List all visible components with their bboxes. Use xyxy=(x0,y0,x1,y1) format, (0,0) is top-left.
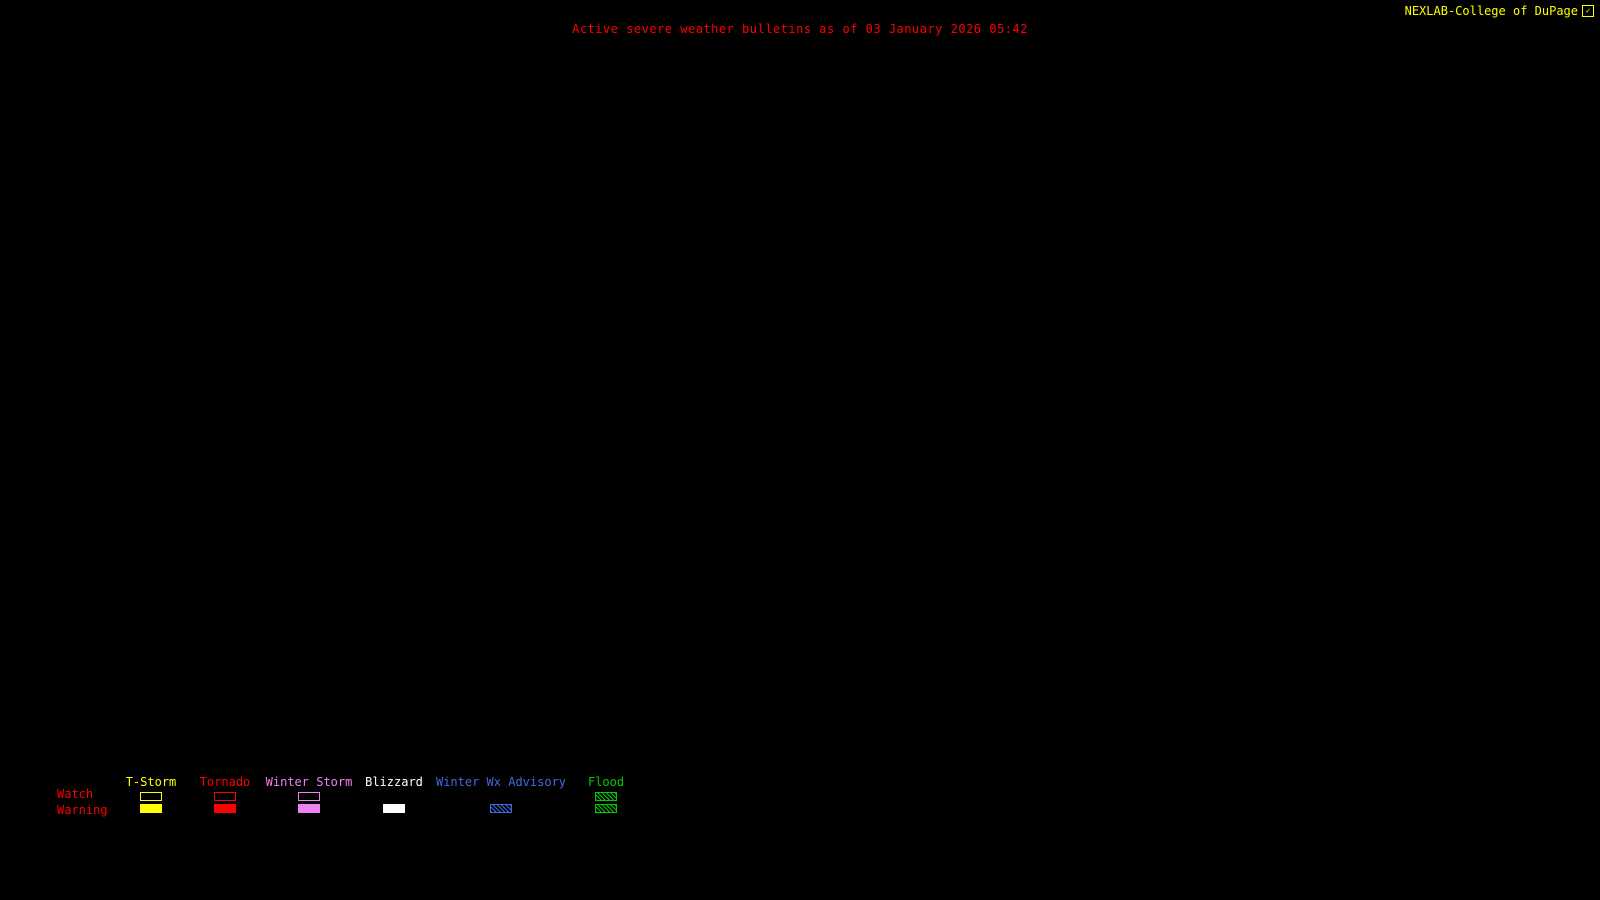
page-title: Active severe weather bulletins as of 03… xyxy=(572,22,1028,36)
watch-swatch xyxy=(298,792,320,801)
legend-col-label: Blizzard xyxy=(365,775,423,789)
warning-swatch xyxy=(383,804,405,813)
legend-col-label: T-Storm xyxy=(125,775,177,789)
legend-col-label: Winter Storm xyxy=(265,775,353,789)
legend-col-tstorm: T-Storm xyxy=(118,776,184,813)
nexlab-logo-icon: ✓ xyxy=(1582,5,1594,17)
legend-row-label-watch: Watch xyxy=(57,787,94,801)
warning-swatch xyxy=(595,804,617,813)
legend-col-tornado: Tornado xyxy=(194,776,256,813)
legend-col-label: Winter Wx Advisory xyxy=(435,775,567,789)
legend-row-label-warning: Warning xyxy=(57,803,108,817)
brand-text: NEXLAB-College of DuPage xyxy=(1404,4,1578,18)
warning-swatch xyxy=(140,804,162,813)
legend-col-winter-wx-advisory: Winter Wx Advisory xyxy=(436,776,566,813)
warning-swatch xyxy=(298,804,320,813)
legend-col-blizzard: Blizzard xyxy=(363,776,425,813)
warning-swatch xyxy=(490,804,512,813)
legend: Watch Warning T-Storm Tornado Winter Sto… xyxy=(0,776,700,824)
watch-swatch xyxy=(595,792,617,801)
watch-swatch xyxy=(214,792,236,801)
legend-col-label: Flood xyxy=(587,775,625,789)
legend-col-label: Tornado xyxy=(199,775,251,789)
watch-swatch xyxy=(140,792,162,801)
legend-col-flood: Flood xyxy=(584,776,628,813)
warning-swatch xyxy=(214,804,236,813)
brand: NEXLAB-College of DuPage ✓ xyxy=(1405,4,1594,18)
legend-col-winter-storm: Winter Storm xyxy=(263,776,355,813)
